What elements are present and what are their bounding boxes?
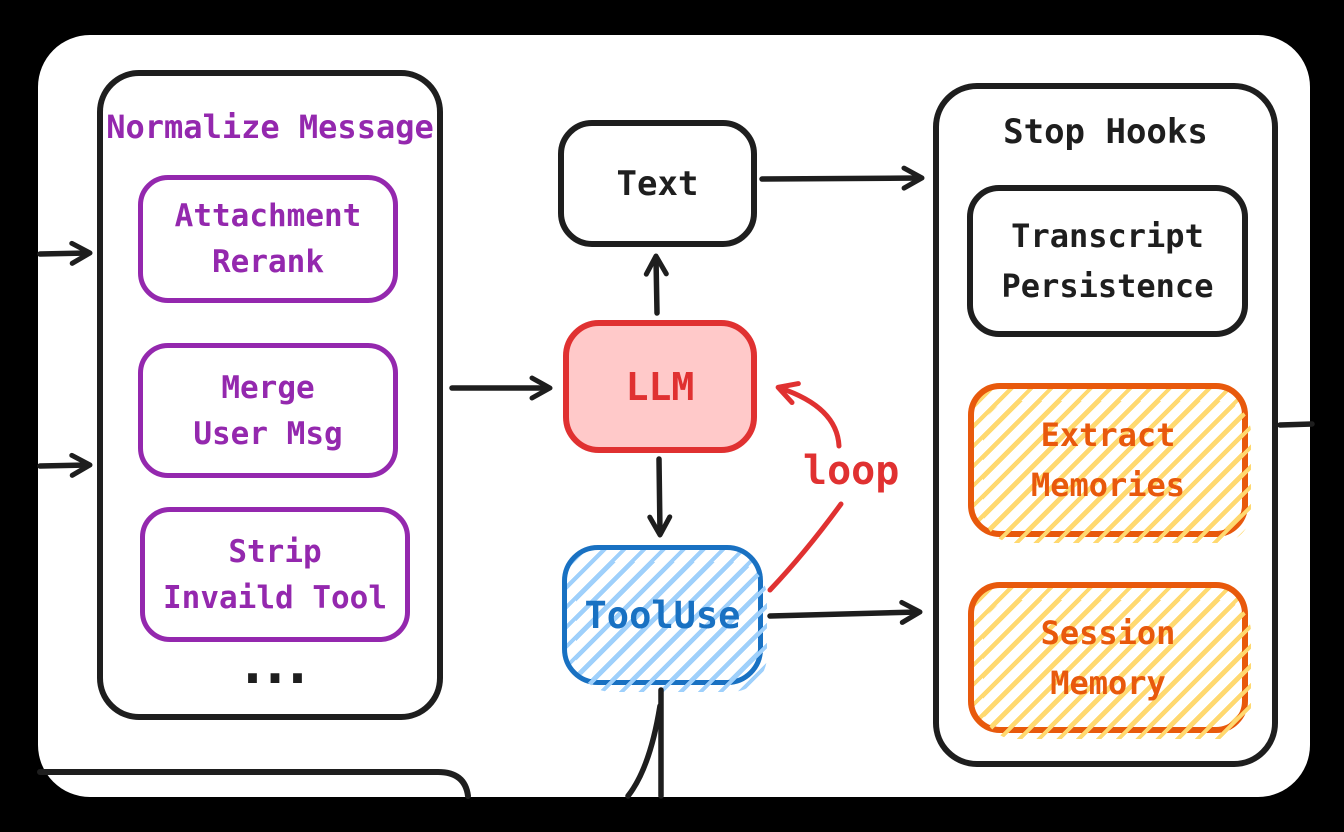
loop-label: loop	[803, 448, 900, 494]
stop-hooks-title: Stop Hooks	[1003, 112, 1208, 152]
text-box: Text	[558, 120, 757, 247]
box-attachment-rerank-line2: Rerank	[212, 244, 324, 280]
box-strip-invalid-tool: Strip Invaild Tool	[140, 507, 410, 642]
box-session-memory: Session Memory	[968, 582, 1251, 739]
box-extract-memories-line2: Memories	[1030, 466, 1186, 504]
box-extract-memories-line1: Extract	[1040, 416, 1176, 454]
box-extract-memories: Extract Memories	[968, 383, 1251, 543]
llm-box: LLM	[563, 320, 757, 453]
box-session-memory-line1: Session	[1040, 613, 1176, 652]
normalize-message-title: Normalize Message	[106, 108, 434, 146]
box-transcript-persistence: Transcript Persistence	[967, 185, 1248, 337]
box-strip-invalid-tool-line2: Invaild Tool	[163, 579, 387, 616]
llm-box-label: LLM	[625, 364, 695, 409]
box-merge-user-msg-line2: User Msg	[193, 415, 343, 452]
box-merge-user-msg-line1: Merge	[221, 369, 315, 406]
box-attachment-rerank-line1: Attachment	[174, 198, 362, 234]
text-box-label: Text	[616, 163, 699, 204]
box-attachment-rerank: Attachment Rerank	[138, 175, 398, 303]
tooluse-box: ToolUse	[562, 545, 767, 692]
box-strip-invalid-tool-line1: Strip	[228, 533, 322, 570]
box-transcript-persistence-line1: Transcript	[1011, 217, 1204, 255]
ellipsis-more-items: ...	[236, 633, 314, 696]
box-merge-user-msg: Merge User Msg	[138, 343, 398, 478]
tooluse-box-label: ToolUse	[584, 593, 741, 637]
box-session-memory-line2: Memory	[1050, 663, 1166, 702]
box-transcript-persistence-line2: Persistence	[1001, 267, 1214, 305]
